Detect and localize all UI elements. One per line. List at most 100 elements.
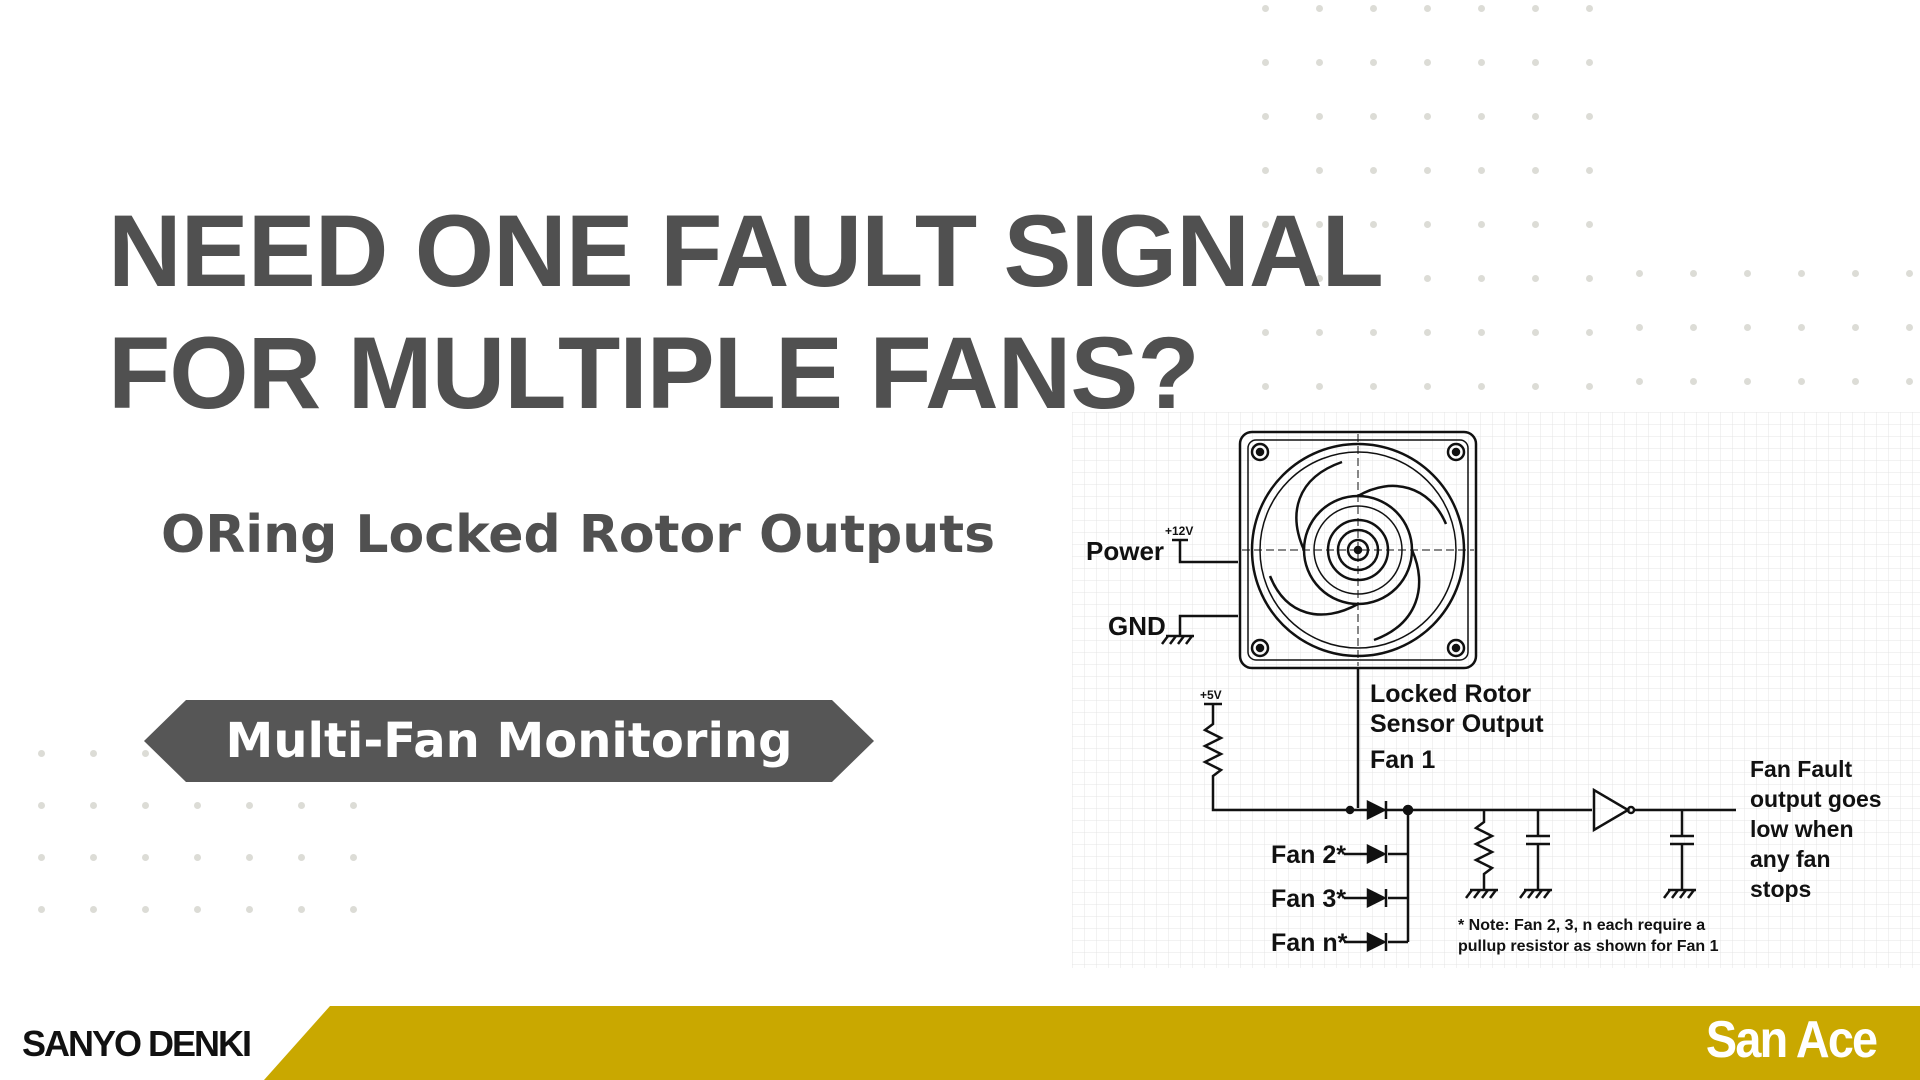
dot [1636, 270, 1643, 277]
dot [1636, 378, 1643, 385]
circuit-diagram: Power +12V GND +5V Locked Rotor Sensor O… [1072, 412, 1920, 968]
dot [38, 750, 45, 757]
dot [90, 906, 97, 913]
dot [1316, 113, 1323, 120]
dot [1478, 59, 1485, 66]
dot [1532, 167, 1539, 174]
fan-input-3: Fan 3* [1271, 885, 1346, 913]
dot [1262, 221, 1269, 228]
dot [1478, 113, 1485, 120]
note-line-2: pullup resistor as shown for Fan 1 [1458, 938, 1719, 955]
dot [1586, 221, 1593, 228]
dot [1370, 221, 1377, 228]
v12-label: +12V [1165, 524, 1193, 538]
dot [1370, 5, 1377, 12]
diode-fan-3 [1366, 887, 1387, 909]
dot [38, 802, 45, 809]
dot [1316, 275, 1323, 282]
san-ace-logo: San Ace [1705, 1011, 1878, 1069]
dot [1424, 275, 1431, 282]
tag-label: Multi-Fan Monitoring [225, 713, 793, 769]
dot [1424, 167, 1431, 174]
power-label: Power [1086, 536, 1164, 566]
dot [1370, 383, 1377, 390]
dot [1478, 383, 1485, 390]
dot [1316, 167, 1323, 174]
dot [298, 802, 305, 809]
dot [1798, 270, 1805, 277]
output-label-3: low when [1750, 816, 1854, 842]
dot [194, 906, 201, 913]
diode-fan-1 [1366, 799, 1387, 821]
sensor-label-2: Sensor Output [1370, 710, 1544, 738]
dot [1262, 275, 1269, 282]
title-line-2: FOR MULTIPLE FANS? [108, 316, 1200, 430]
multi-fan-monitoring-tag: Multi-Fan Monitoring [144, 700, 874, 782]
dot [1532, 275, 1539, 282]
dot [1532, 383, 1539, 390]
dot [1424, 113, 1431, 120]
dot [1586, 275, 1593, 282]
dot [1316, 221, 1323, 228]
buffer-symbol [1592, 787, 1631, 833]
dot [1424, 59, 1431, 66]
footer-gold-band [264, 1006, 1920, 1080]
grid-background [1072, 412, 1920, 968]
dot [1586, 167, 1593, 174]
dot [1690, 378, 1697, 385]
dot [1478, 167, 1485, 174]
dot [90, 802, 97, 809]
dot [1262, 113, 1269, 120]
dot [1370, 113, 1377, 120]
dot [142, 854, 149, 861]
dot [350, 854, 357, 861]
dot [1532, 113, 1539, 120]
dot [1690, 324, 1697, 331]
sanyo-denki-logo: SANYO DENKI [22, 1023, 252, 1064]
dot [1798, 324, 1805, 331]
dot [1370, 275, 1377, 282]
dot [194, 854, 201, 861]
fan-input-n: Fan n* [1271, 929, 1348, 957]
dot [1852, 270, 1859, 277]
output-label-1: Fan Fault [1750, 756, 1853, 782]
dot [1478, 329, 1485, 336]
dot [1852, 378, 1859, 385]
title-line-1: NEED ONE FAULT SIGNAL [108, 194, 1384, 308]
dot [1478, 275, 1485, 282]
note-line-1: * Note: Fan 2, 3, n each require a [1458, 917, 1705, 934]
dot [38, 906, 45, 913]
dot [1262, 383, 1269, 390]
dot [1316, 59, 1323, 66]
dot [1424, 383, 1431, 390]
dot [142, 750, 149, 757]
dot [1478, 221, 1485, 228]
dot [1262, 329, 1269, 336]
dot [1532, 5, 1539, 12]
dot [1906, 378, 1913, 385]
dot [1262, 5, 1269, 12]
dot [1316, 383, 1323, 390]
dot [1586, 113, 1593, 120]
v5-label: +5V [1200, 688, 1222, 702]
dot [194, 802, 201, 809]
dot [1370, 329, 1377, 336]
dot [1370, 167, 1377, 174]
dot [1532, 329, 1539, 336]
dot [1586, 59, 1593, 66]
dot [1744, 378, 1751, 385]
output-label-2: output goes [1750, 786, 1882, 812]
sensor-label-3: Fan 1 [1370, 746, 1435, 774]
dot [246, 906, 253, 913]
dot [1906, 270, 1913, 277]
sensor-label-1: Locked Rotor [1370, 680, 1531, 708]
dot [38, 854, 45, 861]
dot [90, 750, 97, 757]
dot [298, 854, 305, 861]
subtitle: ORing Locked Rotor Outputs [161, 505, 996, 565]
page-title: NEED ONE FAULT SIGNAL FOR MULTIPLE FANS? [108, 190, 1384, 434]
dot [1744, 324, 1751, 331]
dot [142, 906, 149, 913]
dot [1424, 5, 1431, 12]
dot [1586, 383, 1593, 390]
